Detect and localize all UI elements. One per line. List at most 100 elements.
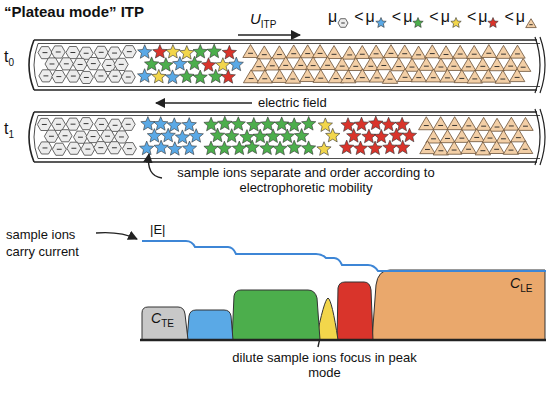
charge-mark [71, 124, 76, 125]
charge-mark [119, 64, 124, 65]
charge-mark [481, 126, 486, 127]
sample-ion [287, 140, 301, 154]
ion-icon [337, 17, 349, 29]
charge-mark [56, 124, 61, 125]
charge-mark [63, 135, 68, 136]
charge-mark [416, 77, 421, 78]
sample-ion [253, 129, 267, 143]
sample-ion [369, 116, 383, 130]
sample-ion [383, 140, 397, 154]
charge-mark [43, 52, 48, 53]
charge-mark [113, 76, 118, 77]
sample-ion [413, 18, 423, 28]
sample-ion [138, 69, 152, 83]
leading-ion [257, 70, 272, 83]
symbol: C [151, 310, 161, 326]
charge-mark [368, 66, 373, 67]
leading-ion [243, 45, 258, 58]
charge-mark [452, 125, 457, 126]
leading-ion [341, 70, 356, 83]
sample-ion [273, 141, 287, 155]
charge-mark [112, 53, 117, 54]
leading-ion [446, 141, 461, 154]
charge-mark [500, 79, 505, 80]
leading-ion [326, 46, 341, 59]
charge-mark [49, 136, 54, 137]
charge-mark [42, 124, 47, 125]
leading-ion [411, 69, 426, 82]
charge-mark [396, 66, 401, 67]
charge-mark [283, 65, 288, 66]
concentration-profile [142, 270, 545, 340]
trailing-ion [122, 46, 136, 58]
leading-ion [433, 58, 448, 71]
inequality-sign: < [429, 8, 438, 26]
leading-ion [452, 45, 467, 58]
symbol: t [4, 48, 8, 65]
annotation: sample ions carry current [6, 226, 98, 260]
trailing-ion [66, 47, 80, 59]
charge-mark [318, 53, 323, 54]
trailing-ion [94, 70, 108, 82]
charge-mark [99, 124, 104, 125]
sample-ion [216, 58, 230, 72]
mobility-symbol: μ [366, 8, 375, 26]
charge-mark [488, 138, 493, 139]
charge-mark [521, 67, 526, 68]
mobility-symbol: μ [441, 8, 450, 26]
charge-mark [431, 77, 436, 78]
charge-mark [403, 77, 408, 78]
baseline [140, 339, 546, 342]
leading-ion [503, 57, 518, 70]
velocity-label: UITP [250, 10, 276, 29]
trailing-ion [67, 142, 81, 154]
trailing-ion [59, 58, 73, 70]
sample-ion [210, 128, 224, 142]
sample-ion [231, 117, 245, 131]
charge-mark [466, 66, 471, 67]
leading-ion [348, 58, 363, 71]
charge-mark [334, 78, 339, 79]
field-profile [142, 241, 546, 271]
sample-ion [451, 18, 461, 28]
charge-mark [71, 148, 76, 149]
leading-ion [243, 70, 258, 83]
charge-mark [78, 137, 83, 138]
leading-ion [419, 57, 434, 70]
leading-ion [454, 70, 469, 83]
charge-mark [466, 149, 471, 150]
charge-mark [91, 136, 96, 137]
charge-mark [298, 65, 303, 66]
charge-mark [98, 147, 103, 148]
subscript: ITP [261, 19, 277, 30]
charge-mark [480, 150, 485, 151]
charge-mark [262, 54, 267, 55]
leading-ion [447, 117, 462, 130]
leading-ion [382, 70, 397, 83]
trailing-ion [108, 70, 122, 82]
charge-mark [425, 149, 430, 150]
sample-ion [362, 129, 376, 143]
leading-ion [440, 130, 455, 143]
sample-ion [217, 141, 231, 155]
sample-ion [154, 140, 168, 154]
trailing-ion [66, 118, 80, 130]
charge-mark [126, 124, 131, 125]
leading-ion [496, 45, 511, 58]
sample-ion [138, 45, 152, 59]
charge-mark [424, 125, 429, 126]
charge-mark [78, 64, 83, 65]
charge-mark [50, 63, 55, 64]
charge-mark [332, 54, 337, 55]
sample-ion [317, 142, 331, 156]
charge-mark [99, 52, 104, 53]
subscript: 1 [8, 129, 14, 140]
charge-mark [424, 66, 429, 67]
charge-mark [106, 65, 111, 66]
charge-mark [381, 65, 386, 66]
sample-ion [180, 46, 194, 60]
leading-ion [509, 69, 524, 82]
charge-mark [472, 78, 477, 79]
charge-mark [438, 150, 443, 151]
